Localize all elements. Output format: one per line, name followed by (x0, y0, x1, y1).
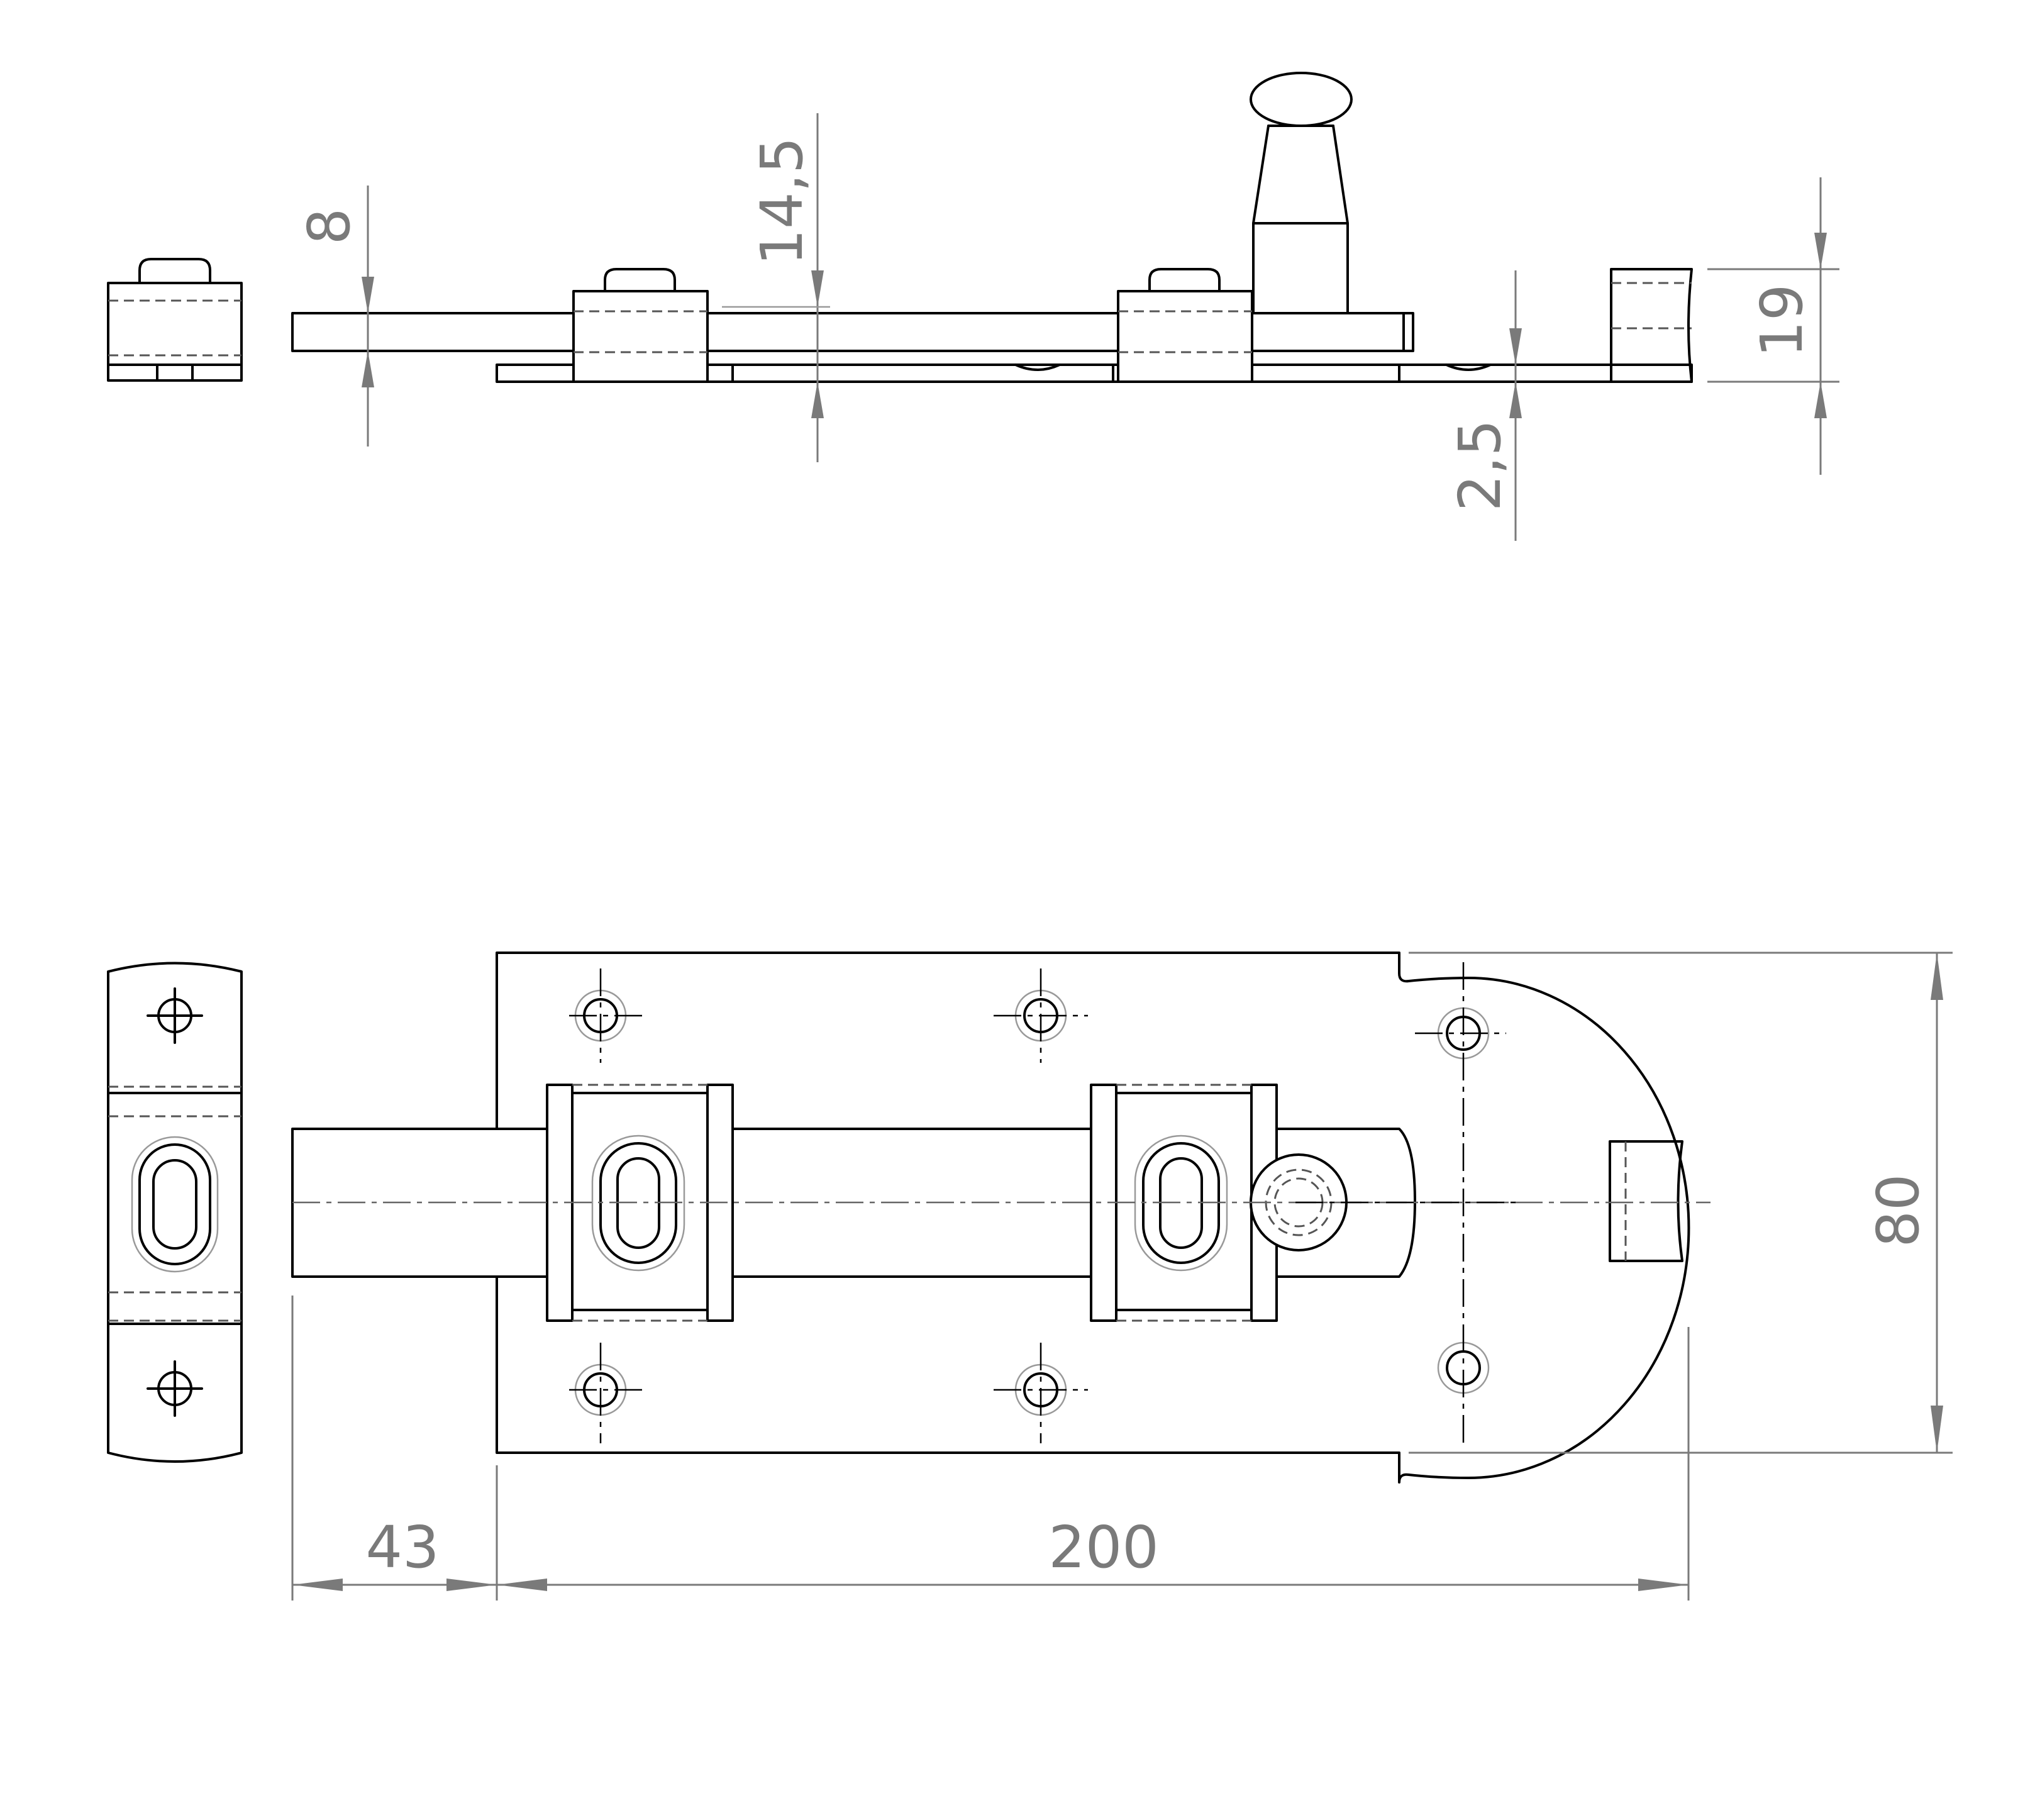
dim-label-2-5: 2,5 (1446, 419, 1514, 511)
keeper-plan-left (107, 962, 243, 1463)
dim-bolt-height: 14,5 (722, 113, 830, 462)
screw-hole-1 (569, 968, 648, 1063)
knob-side (1250, 72, 1353, 314)
dim-bolt-thickness: 8 (296, 186, 374, 447)
guide-side-2 (1117, 268, 1253, 383)
dim-label-200: 200 (1048, 1514, 1159, 1581)
dim-label-8: 8 (296, 208, 363, 245)
screw-hole-4 (994, 1343, 1088, 1443)
side-view: 8 14,5 2,5 19 (107, 72, 1839, 541)
dim-label-19: 19 (1748, 284, 1816, 357)
dim-label-43: 43 (365, 1514, 439, 1581)
dim-label-14-5: 14,5 (748, 137, 816, 266)
screw-holes (569, 968, 1088, 1443)
keeper-side-left (107, 258, 243, 382)
dim-plate-width: 80 (1409, 952, 1953, 1454)
screw-hole-3 (569, 1343, 648, 1443)
base-plate-plan (496, 952, 1690, 1484)
guide-side-1 (572, 268, 709, 383)
bolt-rod-side (291, 312, 1414, 352)
keeper-side-right (1610, 268, 1693, 383)
screw-hole-2 (994, 968, 1088, 1063)
guide-plan-2 (1090, 1084, 1278, 1322)
dim-plate-thickness: 2,5 (1446, 270, 1522, 541)
dim-keeper-height: 19 (1707, 177, 1839, 475)
keeper-block-plan (1609, 1140, 1683, 1262)
plate-end-holes (1415, 962, 1506, 1446)
dim-label-80: 80 (1865, 1174, 1932, 1247)
dim-length: 43 200 (291, 1296, 1690, 1601)
plan-view: 80 43 200 (107, 952, 1953, 1601)
